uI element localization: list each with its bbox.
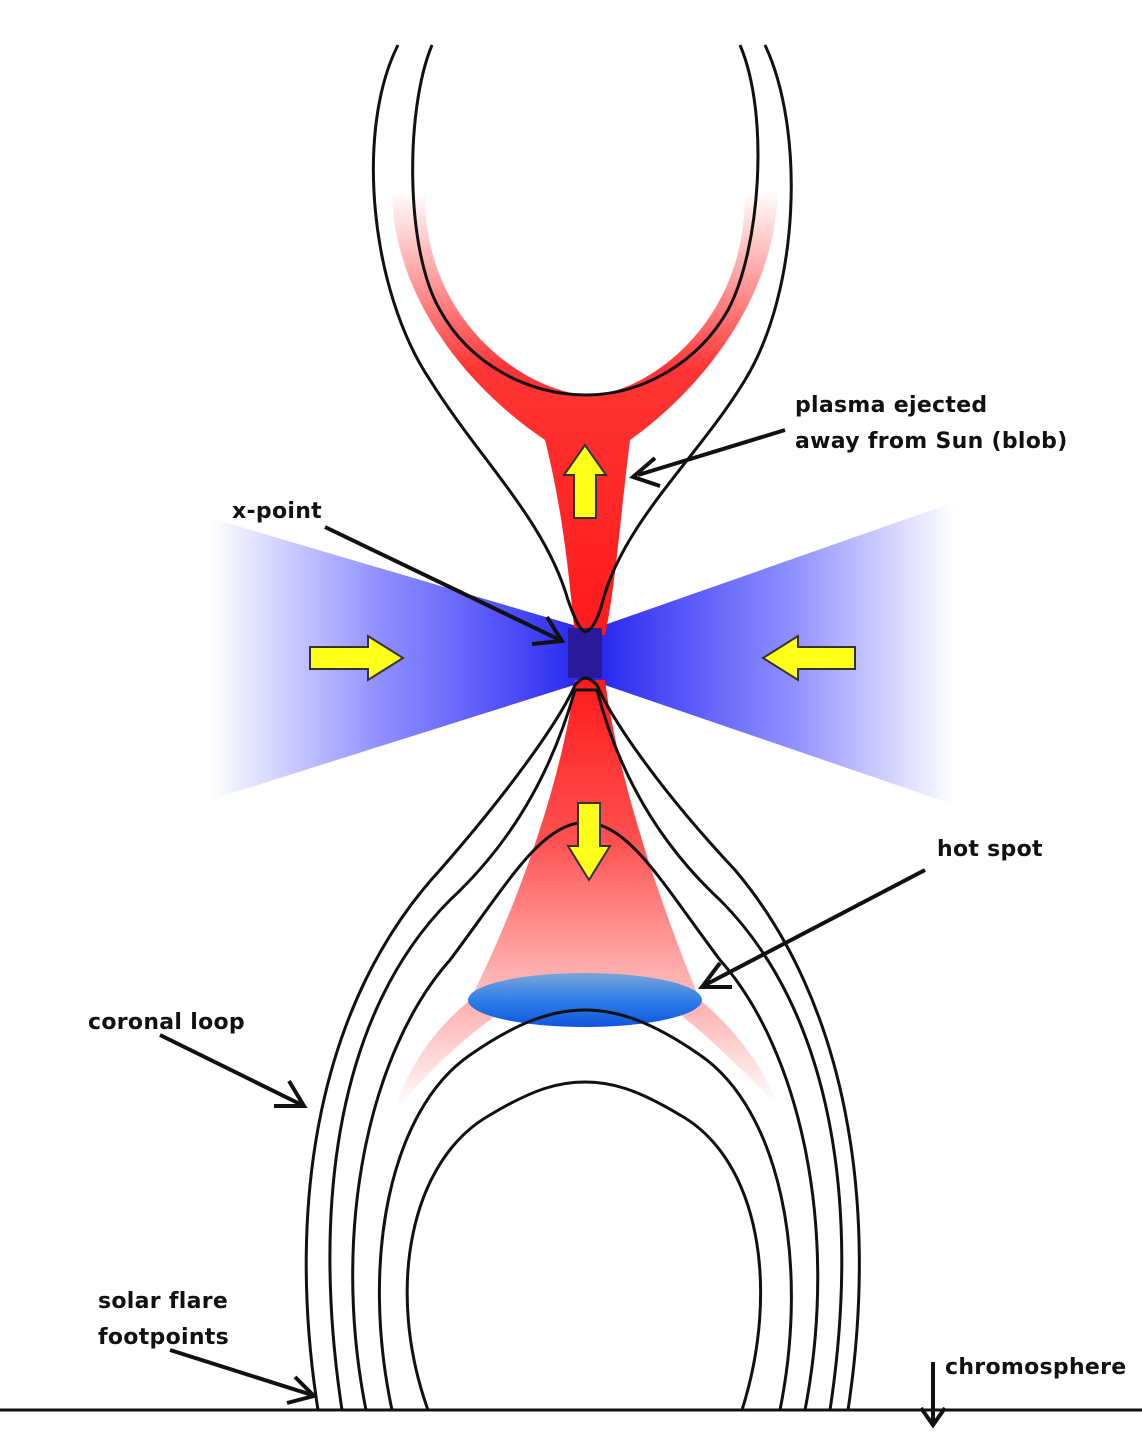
chromosphere-down-arrow (921, 1362, 945, 1425)
coronal-loop-pointer-arrow (160, 1035, 304, 1106)
lower-loop-5 (407, 1082, 760, 1410)
footpoints-label-line2: footpoints (98, 1320, 229, 1356)
chromosphere-label: chromosphere (945, 1350, 1127, 1386)
upward-plasma-outflow (392, 190, 778, 635)
hot-spot-label: hot spot (937, 832, 1043, 868)
plasma-pointer-arrow (633, 430, 785, 486)
hot-spot-pointer-arrow (702, 870, 925, 987)
hot-spot (468, 973, 702, 1027)
plasma-label-line1: plasma ejected (795, 388, 987, 424)
coronal-loop-label: coronal loop (88, 1005, 245, 1041)
plasma-label-line2: away from Sun (blob) (795, 424, 1068, 460)
upper-loop-inner (413, 45, 758, 395)
footpoints-pointer-arrow (170, 1350, 314, 1403)
x-point-label: x-point (232, 494, 322, 530)
x-point-core (568, 628, 602, 678)
footpoints-label-line1: solar flare (98, 1284, 228, 1320)
lower-loop-4 (379, 1010, 791, 1410)
